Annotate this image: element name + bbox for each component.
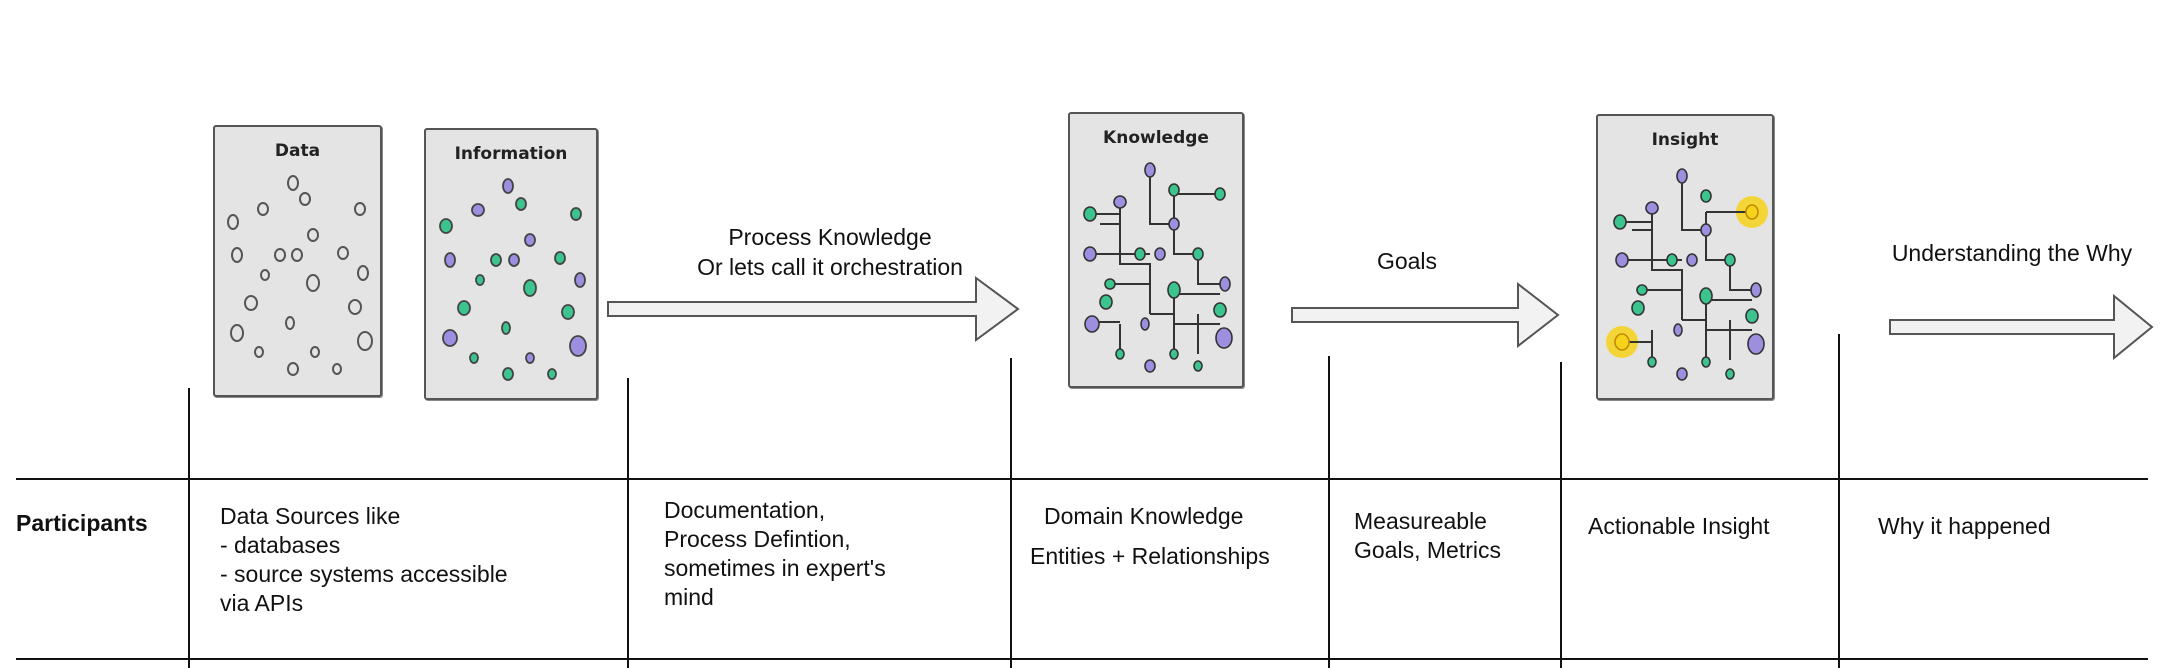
- cell-line: sometimes in expert's: [664, 555, 886, 581]
- arrow-why: [1889, 293, 2154, 361]
- why-label: Understanding the Why: [1891, 240, 2133, 266]
- participants-heading: Participants: [16, 510, 148, 536]
- data-card-title: Data: [274, 141, 321, 161]
- cell-line: Entities + Relationships: [1030, 543, 1270, 569]
- cell-documentation: Documentation, Process Defintion, someti…: [664, 496, 886, 612]
- cell-line: mind: [664, 584, 714, 610]
- cell-line: - source systems accessible: [220, 561, 508, 587]
- divider-6: [1838, 334, 1840, 668]
- insight-card: Insight: [1596, 114, 1774, 400]
- process-line-1: Process Knowledge: [728, 224, 932, 250]
- knowledge-card-title: Knowledge: [1103, 128, 1209, 148]
- arrow-process: [607, 276, 1020, 342]
- table-bottom-border: [16, 658, 2148, 660]
- cell-line: Measureable: [1354, 508, 1487, 534]
- cell-line: Documentation,: [664, 497, 826, 523]
- information-card-title: Information: [454, 144, 568, 164]
- insight-card-title: Insight: [1651, 130, 1719, 150]
- table-top-border: [16, 478, 2148, 480]
- knowledge-graph: [1083, 162, 1233, 373]
- process-knowledge-label: Process Knowledge Or lets call it orches…: [680, 222, 980, 282]
- information-card: Information: [424, 128, 598, 400]
- cell-line: Data Sources like: [220, 503, 401, 529]
- cell-line: Goals, Metrics: [1354, 537, 1501, 563]
- information-dots: [439, 178, 587, 381]
- cell-line: Process Defintion,: [664, 526, 851, 552]
- cell-actionable-insight: Actionable Insight: [1588, 513, 1770, 539]
- cell-goals: Measureable Goals, Metrics: [1354, 507, 1501, 565]
- cell-data-sources: Data Sources like - databases - source s…: [220, 502, 508, 618]
- divider-3: [1010, 358, 1012, 668]
- cell-domain-knowledge: Domain Knowledge Entities + Relationship…: [1030, 502, 1270, 571]
- divider-2: [627, 378, 629, 668]
- divider-1: [188, 388, 190, 668]
- arrow-goals: [1291, 281, 1560, 349]
- cell-line: Domain Knowledge: [1044, 503, 1244, 529]
- data-dots: [227, 175, 373, 376]
- divider-5: [1560, 362, 1562, 668]
- knowledge-card: Knowledge: [1068, 112, 1244, 388]
- process-line-2: Or lets call it orchestration: [697, 254, 963, 280]
- goals-label: Goals: [1376, 248, 1438, 274]
- cell-line: via APIs: [220, 590, 304, 616]
- data-card: Data: [213, 125, 382, 397]
- cell-line: - databases: [220, 532, 341, 558]
- divider-4: [1328, 356, 1330, 668]
- insight-graph: [1606, 168, 1768, 381]
- cell-why-happened: Why it happened: [1878, 513, 2051, 539]
